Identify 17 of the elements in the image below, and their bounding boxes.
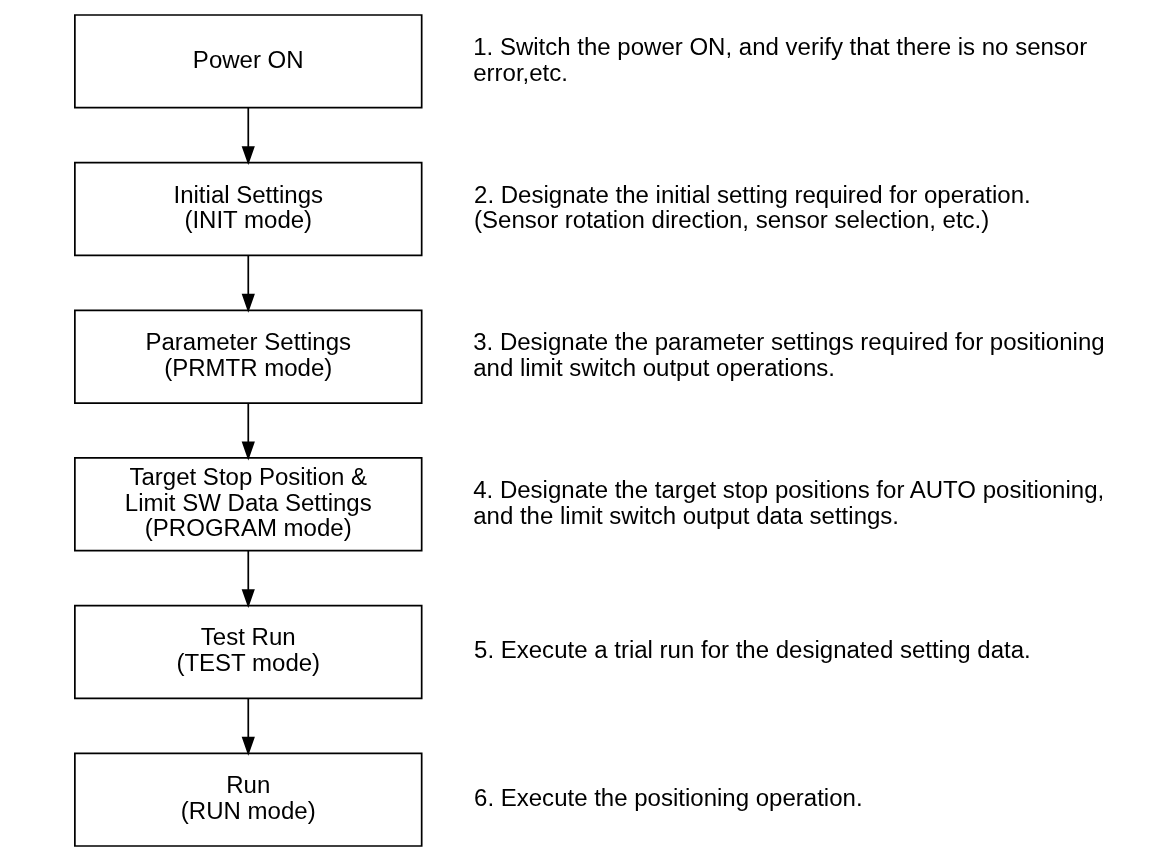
arrow bbox=[241, 254, 255, 313]
node-box: Initial Settings (INIT mode) bbox=[74, 161, 423, 257]
node-box: Target Stop Position & Limit SW Data Settings (PROGRAM mode) bbox=[74, 457, 423, 552]
arrow bbox=[241, 402, 255, 461]
node-box: Parameter Settings (PRMTR mode) bbox=[74, 309, 423, 404]
arrow bbox=[241, 697, 255, 756]
node-label: 4. Designate the target stop positions for AUTO positioning, and the limit switch output data settings. bbox=[473, 475, 1105, 529]
node-label: 5. Execute a trial run for the designated setting data. bbox=[474, 636, 1031, 664]
node-label: 1. Switch the power ON, and verify that there is no sensor error,etc. bbox=[473, 32, 1088, 86]
arrow bbox=[241, 107, 255, 166]
node-label: 3. Designate the parameter settings required for positioning and limit switch output operations. bbox=[473, 328, 1105, 381]
arrow bbox=[241, 550, 255, 609]
node-box: Test Run (TEST mode) bbox=[74, 604, 423, 700]
node-label: 2. Designate the initial setting required for operation. (Sensor rotation direction, sensor selection, etc.) bbox=[474, 180, 1031, 234]
node-box: Power ON bbox=[74, 14, 423, 109]
node-label: 6. Execute the positioning operation. bbox=[474, 783, 863, 811]
node-box: Run (RUN mode) bbox=[74, 752, 423, 847]
